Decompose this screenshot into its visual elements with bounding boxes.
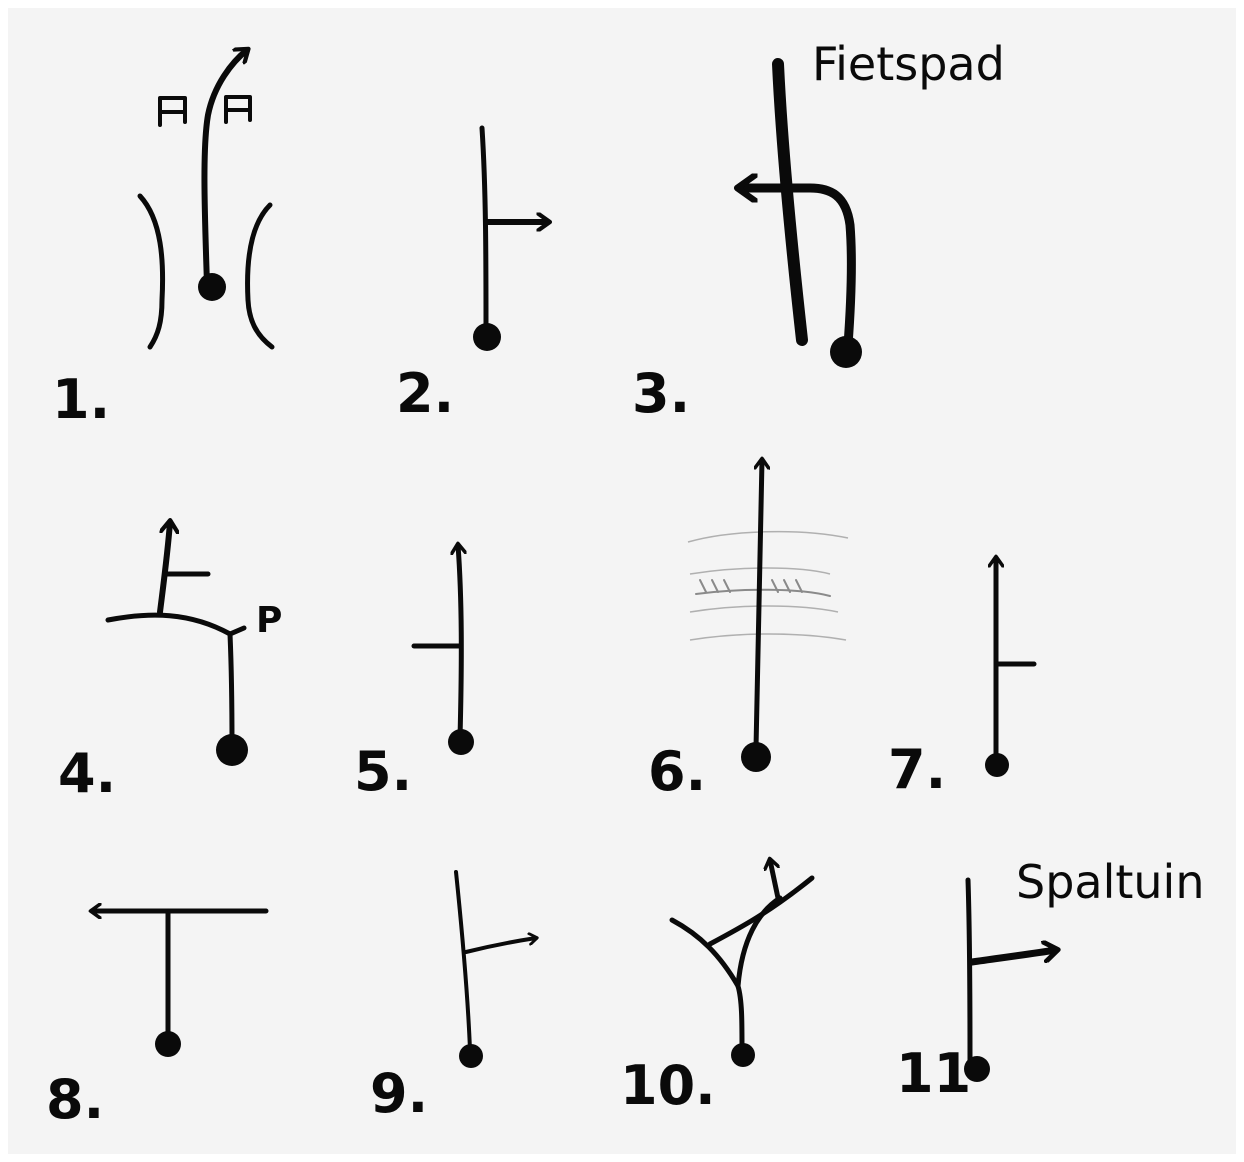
label-7: 7. — [888, 738, 946, 801]
start-dot — [459, 1044, 483, 1068]
fietspad-label: Fietspad — [812, 37, 1005, 91]
gate-icon — [160, 98, 185, 125]
label-2: 2. — [396, 362, 454, 425]
label-10: 10. — [620, 1054, 716, 1117]
turn-arrow — [972, 950, 1056, 962]
cross-road — [710, 878, 812, 944]
parking-tick — [230, 628, 244, 634]
left-branch — [672, 920, 738, 986]
turn-arrow — [466, 938, 536, 952]
spaltuin-label: Spaltuin — [1016, 855, 1205, 909]
symbol-7 — [985, 558, 1034, 777]
label-4: 4. — [58, 742, 116, 805]
start-dot — [985, 753, 1009, 777]
label-5: 5. — [354, 740, 412, 803]
symbol-2 — [473, 128, 548, 351]
label-11: 11 — [896, 1042, 971, 1105]
symbol-4: P — [108, 522, 282, 766]
main-line — [456, 872, 470, 1050]
lane-line — [690, 634, 846, 640]
main-line — [482, 128, 486, 330]
start-dot — [155, 1031, 181, 1057]
route-arrow — [204, 50, 247, 285]
route-arrow — [458, 545, 461, 738]
start-dot — [473, 323, 501, 351]
main-line — [738, 986, 742, 1050]
symbol-1 — [140, 50, 272, 347]
main-line — [968, 880, 970, 1060]
parking-letter: P — [256, 600, 282, 641]
start-dot — [448, 729, 474, 755]
symbol-6 — [688, 460, 848, 772]
crossing-road — [108, 615, 230, 634]
start-dot — [741, 742, 771, 772]
label-9: 9. — [370, 1062, 428, 1125]
lane-line — [696, 590, 830, 596]
left-boundary — [140, 196, 163, 347]
symbol-9 — [456, 872, 536, 1068]
gate-icon — [226, 97, 250, 122]
lane-line — [688, 532, 848, 542]
symbol-10 — [672, 860, 812, 1067]
symbol-11: Spaltuin — [964, 855, 1205, 1082]
label-8: 8. — [46, 1068, 104, 1131]
route-arrow — [756, 460, 762, 748]
cycle-path-line — [778, 64, 802, 340]
route-arrow — [160, 522, 170, 612]
label-6: 6. — [648, 740, 706, 803]
route-arrow — [770, 860, 778, 898]
label-3: 3. — [632, 362, 690, 425]
start-dot — [216, 734, 248, 766]
symbol-3: Fietspad — [740, 37, 1005, 368]
lane-line — [690, 606, 838, 612]
right-branch — [738, 898, 780, 986]
symbol-5 — [414, 545, 474, 755]
right-boundary — [248, 205, 272, 347]
label-1: 1. — [52, 368, 110, 431]
main-line — [230, 634, 232, 745]
start-dot — [731, 1043, 755, 1067]
start-dot — [830, 336, 862, 368]
start-dot — [198, 273, 226, 301]
symbol-8 — [92, 911, 266, 1057]
